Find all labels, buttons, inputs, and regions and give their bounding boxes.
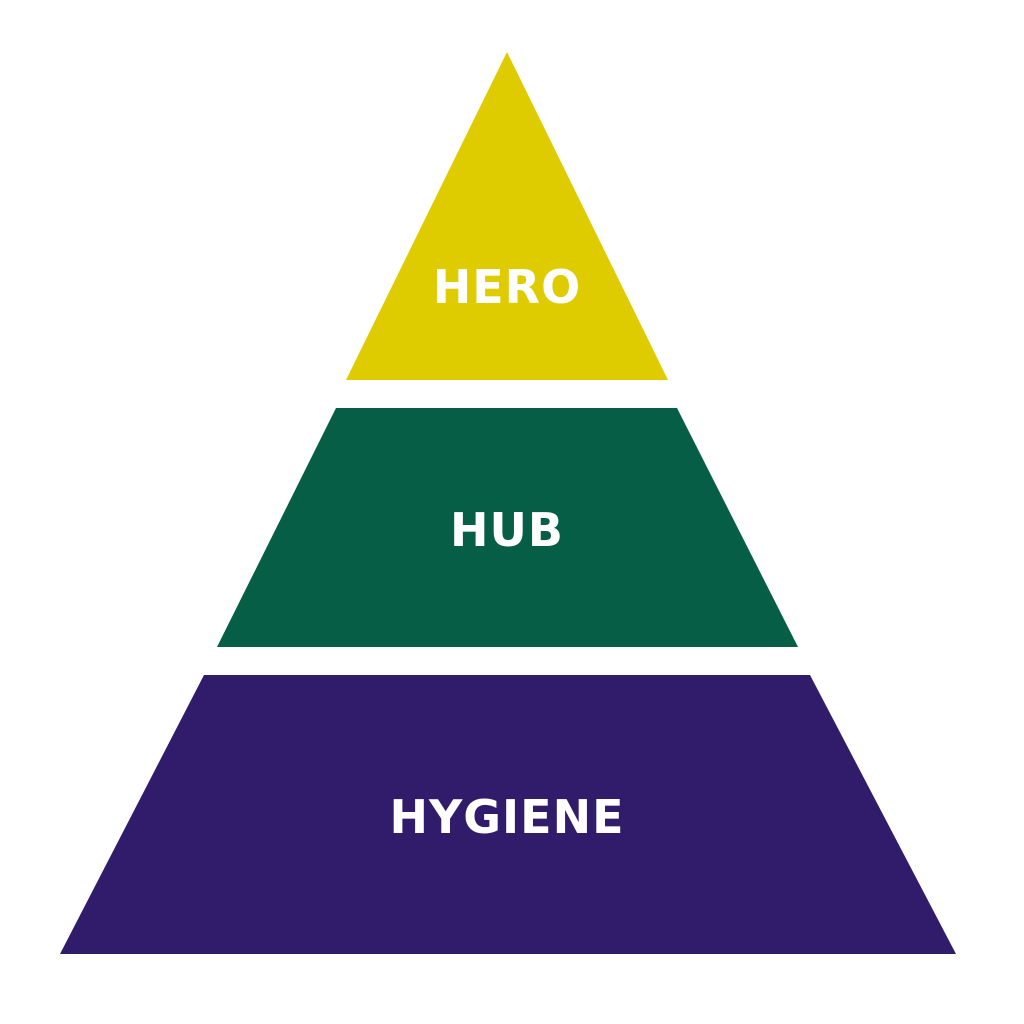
tier-hero bbox=[346, 52, 668, 380]
tier-hygiene-label: HYGIENE bbox=[389, 790, 624, 844]
tier-hygiene bbox=[60, 675, 956, 954]
tier-hero-label: HERO bbox=[433, 260, 581, 314]
tier-hub bbox=[217, 408, 798, 647]
tier-hub-label: HUB bbox=[450, 503, 564, 557]
